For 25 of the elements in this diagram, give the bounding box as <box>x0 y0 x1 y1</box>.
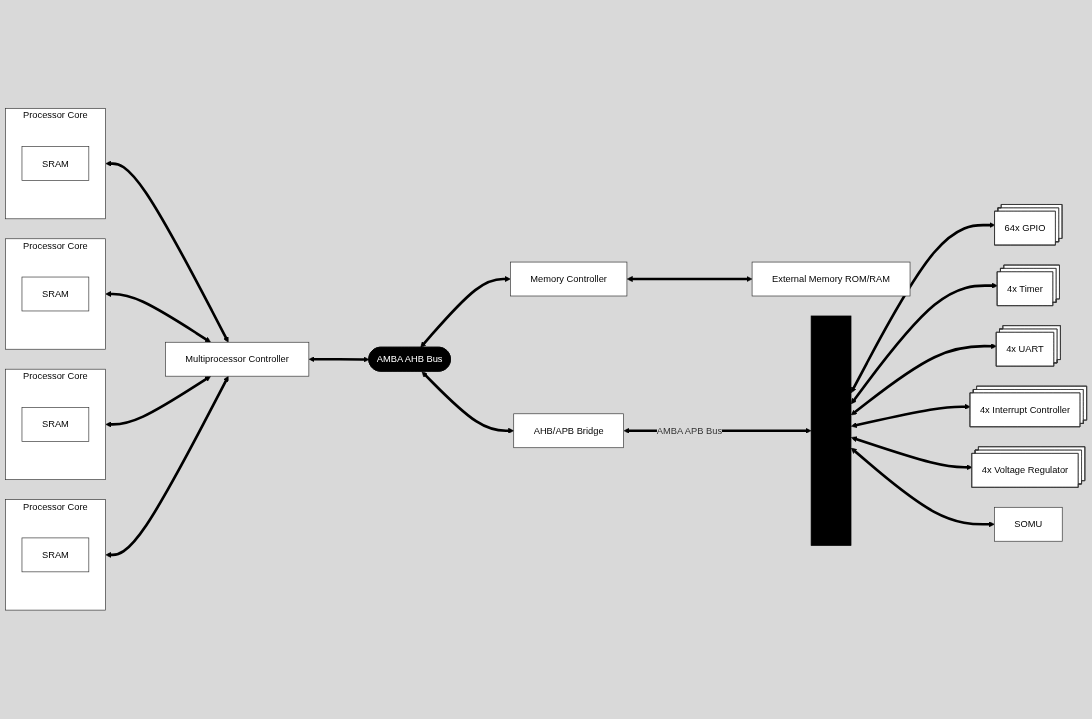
arrow <box>308 356 370 363</box>
arrow <box>421 371 514 434</box>
arrow <box>850 343 997 416</box>
node-box: Memory Controller <box>510 262 628 297</box>
arrow <box>420 276 511 348</box>
node-box: SRAM <box>21 407 90 443</box>
node-box: AHB/APB Bridge <box>513 413 624 449</box>
arrow <box>105 160 229 343</box>
node-box: SRAM <box>21 537 90 573</box>
arrow <box>105 376 229 559</box>
arrow <box>851 404 971 429</box>
arrow <box>851 436 973 471</box>
edge-label: AMBA APB Bus <box>656 425 723 437</box>
node-box: SRAM <box>21 146 90 182</box>
arrow <box>850 448 995 528</box>
node-bar <box>810 315 852 547</box>
node-box: Multiprocessor Controller <box>165 342 310 377</box>
arrow <box>850 222 996 394</box>
node-box: External Memory ROM/RAM <box>751 262 911 297</box>
arrow <box>105 291 211 343</box>
node-box: SRAM <box>21 276 90 312</box>
arrow <box>105 376 211 428</box>
arrow <box>626 276 753 283</box>
node-box: SOMU <box>994 507 1063 542</box>
arrow <box>850 283 998 405</box>
